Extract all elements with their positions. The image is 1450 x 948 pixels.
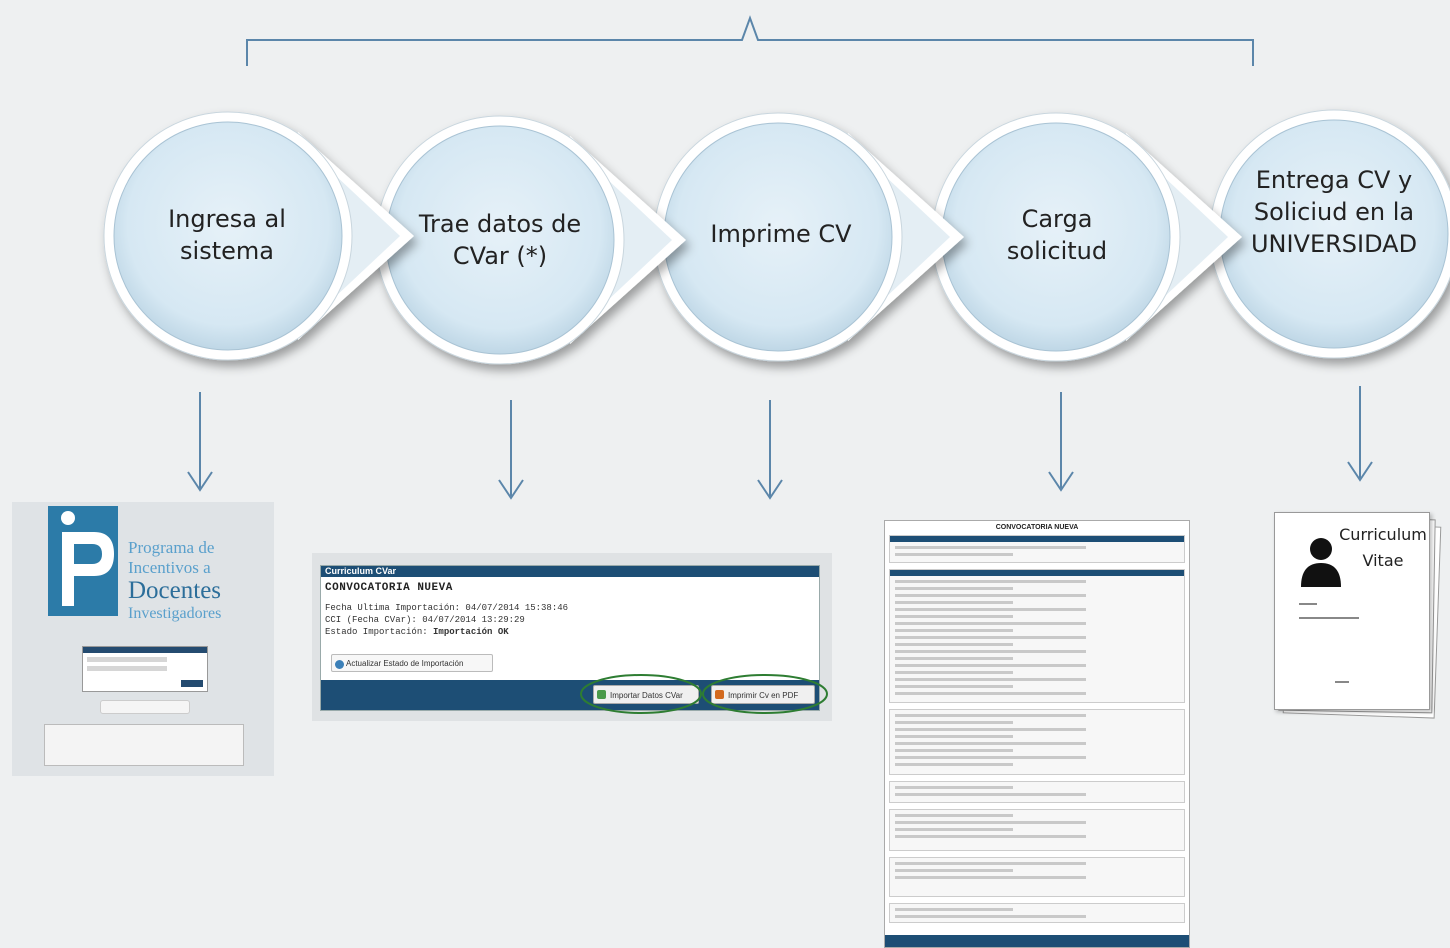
- cvar-panel: Curriculum CVar CONVOCATORIA NUEVA Fecha…: [320, 565, 820, 711]
- new-user-box: [44, 724, 244, 766]
- step-1-circle: [103, 111, 414, 361]
- step-4-label: Carga solicitud: [1006, 205, 1108, 265]
- step-3-label: Imprime CV: [710, 220, 852, 248]
- cci-date: CCI (Fecha CVar): 04/07/2014 13:29:29: [325, 615, 525, 625]
- step-2-label: Trae datos de CVar (*): [418, 210, 582, 270]
- arrow-down-icon: [757, 400, 783, 500]
- form-section: [889, 709, 1185, 775]
- form-section: [889, 781, 1185, 803]
- logo-line: Investigadores: [128, 605, 222, 622]
- step-1-label: Ingresa al sistema: [168, 205, 286, 265]
- import-status-value: Importación OK: [433, 627, 509, 637]
- import-status-label: Estado Importación:: [325, 627, 428, 637]
- highlight-ovals: [580, 674, 828, 714]
- program-logo: [48, 506, 118, 616]
- text-line: [1335, 681, 1349, 683]
- highlight-oval: [702, 674, 828, 714]
- arrow-down-icon: [1048, 392, 1074, 492]
- person-silhouette-icon: [1301, 538, 1341, 587]
- login-button: [181, 680, 203, 687]
- login-form: [82, 646, 208, 692]
- arrow-down-icon: [1347, 386, 1373, 482]
- last-import-date: Fecha Ultima Importación: 04/07/2014 15:…: [325, 603, 569, 613]
- step-5-circle: [1209, 109, 1450, 359]
- form-title: CONVOCATORIA NUEVA: [995, 524, 1079, 531]
- pdf-icon: [715, 690, 724, 699]
- step-2-circle: [375, 115, 686, 365]
- refresh-import-label: Actualizar Estado de Importación: [346, 659, 464, 668]
- login-form-header: [83, 647, 207, 653]
- login-screenshot: Programa de Incentivos a Docentes Invest…: [12, 502, 274, 776]
- refresh-icon: [335, 660, 344, 669]
- import-cvar-label: Importar Datos CVar: [610, 691, 683, 700]
- import-cvar-button: Importar Datos CVar: [593, 685, 699, 704]
- user-field: [87, 657, 167, 662]
- import-status: Estado Importación: Importación OK: [325, 626, 819, 638]
- print-pdf-label: Imprimir Cv en PDF: [728, 691, 799, 700]
- highlight-oval: [580, 674, 702, 714]
- text-line: [1299, 603, 1317, 605]
- forgot-password-link: [100, 700, 190, 714]
- top-brace: [246, 15, 1254, 66]
- logo-line: Docentes: [128, 577, 222, 604]
- program-logo-text: Programa de Incentivos a Docentes Invest…: [128, 538, 221, 624]
- password-field: [87, 666, 167, 671]
- logo-line: Programa de: [128, 538, 215, 557]
- step-3-circle: [653, 112, 964, 362]
- cv-title: Curriculum Vitae: [1339, 525, 1427, 570]
- arrow-down-icon: [187, 392, 213, 492]
- form-section: [889, 809, 1185, 851]
- cvar-panel-footer: Importar Datos CVar Imprimir Cv en PDF: [321, 680, 819, 710]
- cvar-panel-title: CONVOCATORIA NUEVA: [325, 582, 453, 594]
- form-section: [889, 857, 1185, 897]
- refresh-import-button: Actualizar Estado de Importación: [331, 654, 493, 672]
- arrow-down-icon: [498, 400, 524, 500]
- cvar-panel-header: Curriculum CVar: [321, 566, 819, 577]
- logo-line: Incentivos a: [128, 558, 211, 577]
- form-section: [889, 535, 1185, 563]
- text-line: [1299, 617, 1359, 619]
- import-icon: [597, 690, 606, 699]
- cv-document-image: Curriculum Vitae: [1270, 508, 1450, 726]
- paper-sheet: [1274, 512, 1430, 710]
- print-pdf-button: Imprimir Cv en PDF: [711, 685, 815, 704]
- cvar-screenshot: Curriculum CVar CONVOCATORIA NUEVA Fecha…: [312, 553, 832, 721]
- form-footer-bar: [885, 935, 1189, 947]
- form-section: [889, 903, 1185, 923]
- application-form-screenshot: CONVOCATORIA NUEVA: [884, 520, 1190, 948]
- step-circle-fill: [113, 121, 343, 351]
- step-5-label: Entrega CV y Soliciud en la UNIVERSIDAD: [1250, 166, 1418, 258]
- form-section: [889, 569, 1185, 703]
